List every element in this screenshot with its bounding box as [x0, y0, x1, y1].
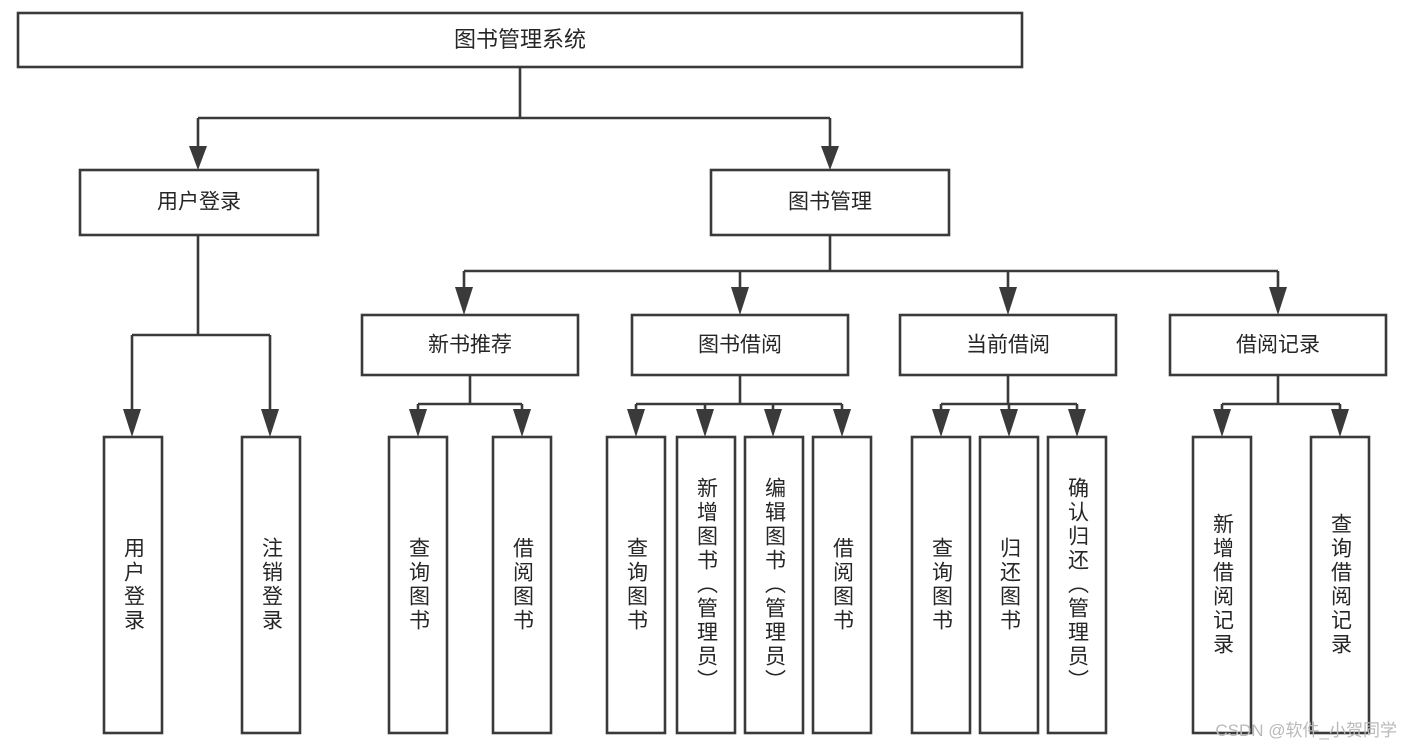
node-leaf-borrow-book-2[interactable]: 借阅图书	[811, 435, 873, 735]
node-borrow-record-box[interactable]	[1168, 313, 1388, 377]
arrowhead-new-book-recommend	[455, 287, 473, 315]
arrowhead-leaf-confirm-return	[1068, 409, 1086, 437]
arrowhead-user-login	[189, 146, 207, 170]
node-leaf-add-record[interactable]: 新增借阅记录	[1191, 435, 1253, 735]
node-new-book-recommend[interactable]: 新书推荐	[360, 313, 580, 377]
node-leaf-query-book-2-box[interactable]	[605, 435, 667, 735]
arrowhead-leaf-logout	[261, 409, 279, 437]
node-leaf-user-login-box[interactable]	[102, 435, 164, 735]
arrowhead-leaf-query-record	[1331, 409, 1349, 437]
node-leaf-query-book-3-box[interactable]	[910, 435, 972, 735]
node-leaf-confirm-return-box[interactable]	[1046, 435, 1108, 735]
node-borrow-record-label: 借阅记录	[1236, 334, 1320, 357]
arrowhead-leaf-borrow-book-1	[513, 409, 531, 437]
node-user-login-label: 用户登录	[157, 191, 241, 214]
node-leaf-query-book-3-label: 查询图书	[930, 537, 954, 633]
arrowhead-book-borrow	[731, 287, 749, 315]
node-leaf-query-book-2-label: 查询图书	[625, 537, 649, 633]
node-leaf-confirm-return-label: 确认归还（管理员）	[1066, 477, 1090, 693]
node-leaf-query-book-1-box[interactable]	[387, 435, 449, 735]
node-book-manage-box[interactable]	[709, 168, 951, 237]
node-leaf-edit-book-box[interactable]	[743, 435, 805, 735]
node-book-borrow[interactable]: 图书借阅	[630, 313, 850, 377]
node-leaf-add-book-label: 新增图书（管理员）	[695, 477, 719, 693]
arrowhead-leaf-query-book-3	[932, 409, 950, 437]
node-leaf-add-record-label: 新增借阅记录	[1211, 513, 1235, 657]
node-leaf-query-record-box[interactable]	[1309, 435, 1371, 735]
node-root-box[interactable]	[16, 11, 1024, 69]
node-leaf-borrow-book-1-box[interactable]	[491, 435, 553, 735]
node-leaf-add-book[interactable]: 新增图书（管理员）	[675, 435, 737, 735]
node-user-login[interactable]: 用户登录	[78, 168, 320, 237]
node-leaf-add-record-box[interactable]	[1191, 435, 1253, 735]
node-leaf-query-book-3[interactable]: 查询图书	[910, 435, 972, 735]
arrowhead-leaf-query-book-1	[409, 409, 427, 437]
node-book-borrow-box[interactable]	[630, 313, 850, 377]
node-leaf-query-book-1[interactable]: 查询图书	[387, 435, 449, 735]
arrowhead-leaf-add-book	[696, 409, 714, 437]
node-leaf-query-book-1-label: 查询图书	[407, 537, 431, 633]
node-book-borrow-label: 图书借阅	[698, 334, 782, 357]
node-leaf-add-book-box[interactable]	[675, 435, 737, 735]
node-new-book-recommend-label: 新书推荐	[428, 334, 512, 357]
node-leaf-query-record[interactable]: 查询借阅记录	[1309, 435, 1371, 735]
node-leaf-return-book-box[interactable]	[978, 435, 1040, 735]
node-leaf-user-login[interactable]: 用户登录	[102, 435, 164, 735]
node-leaf-return-book[interactable]: 归还图书	[978, 435, 1040, 735]
arrowhead-leaf-user-login	[123, 409, 141, 437]
arrowhead-leaf-add-record	[1213, 409, 1231, 437]
arrowhead-borrow-record	[1269, 287, 1287, 315]
node-leaf-query-record-label: 查询借阅记录	[1329, 513, 1353, 657]
arrowhead-current-borrow	[999, 287, 1017, 315]
node-leaf-logout[interactable]: 注销登录	[240, 435, 302, 735]
node-leaf-confirm-return[interactable]: 确认归还（管理员）	[1046, 435, 1108, 735]
node-current-borrow-box[interactable]	[898, 313, 1118, 377]
node-user-login-box[interactable]	[78, 168, 320, 237]
arrowhead-book-manage	[821, 146, 839, 170]
arrowhead-leaf-borrow-book-2	[833, 409, 851, 437]
arrowhead-leaf-edit-book	[764, 409, 782, 437]
arrowhead-leaf-return-book	[1000, 409, 1018, 437]
node-root[interactable]: 图书管理系统	[16, 11, 1024, 69]
node-leaf-edit-book-label: 编辑图书（管理员）	[763, 477, 787, 693]
node-current-borrow[interactable]: 当前借阅	[898, 313, 1118, 377]
node-leaf-borrow-book-2-label: 借阅图书	[831, 537, 855, 633]
arrowhead-leaf-query-book-2	[627, 409, 645, 437]
node-leaf-return-book-label: 归还图书	[998, 537, 1022, 633]
node-book-manage-label: 图书管理	[788, 191, 872, 214]
node-book-manage[interactable]: 图书管理	[709, 168, 951, 237]
node-leaf-borrow-book-2-box[interactable]	[811, 435, 873, 735]
node-leaf-user-login-label: 用户登录	[122, 537, 146, 633]
node-leaf-query-book-2[interactable]: 查询图书	[605, 435, 667, 735]
node-leaf-edit-book[interactable]: 编辑图书（管理员）	[743, 435, 805, 735]
node-new-book-recommend-box[interactable]	[360, 313, 580, 377]
node-leaf-borrow-book-1[interactable]: 借阅图书	[491, 435, 553, 735]
node-borrow-record[interactable]: 借阅记录	[1168, 313, 1388, 377]
connector-group	[123, 67, 1349, 437]
node-leaf-borrow-book-1-label: 借阅图书	[511, 537, 535, 633]
node-leaf-logout-label: 注销登录	[260, 537, 284, 633]
node-root-label: 图书管理系统	[454, 27, 586, 52]
node-current-borrow-label: 当前借阅	[966, 334, 1050, 357]
node-leaf-logout-box[interactable]	[240, 435, 302, 735]
